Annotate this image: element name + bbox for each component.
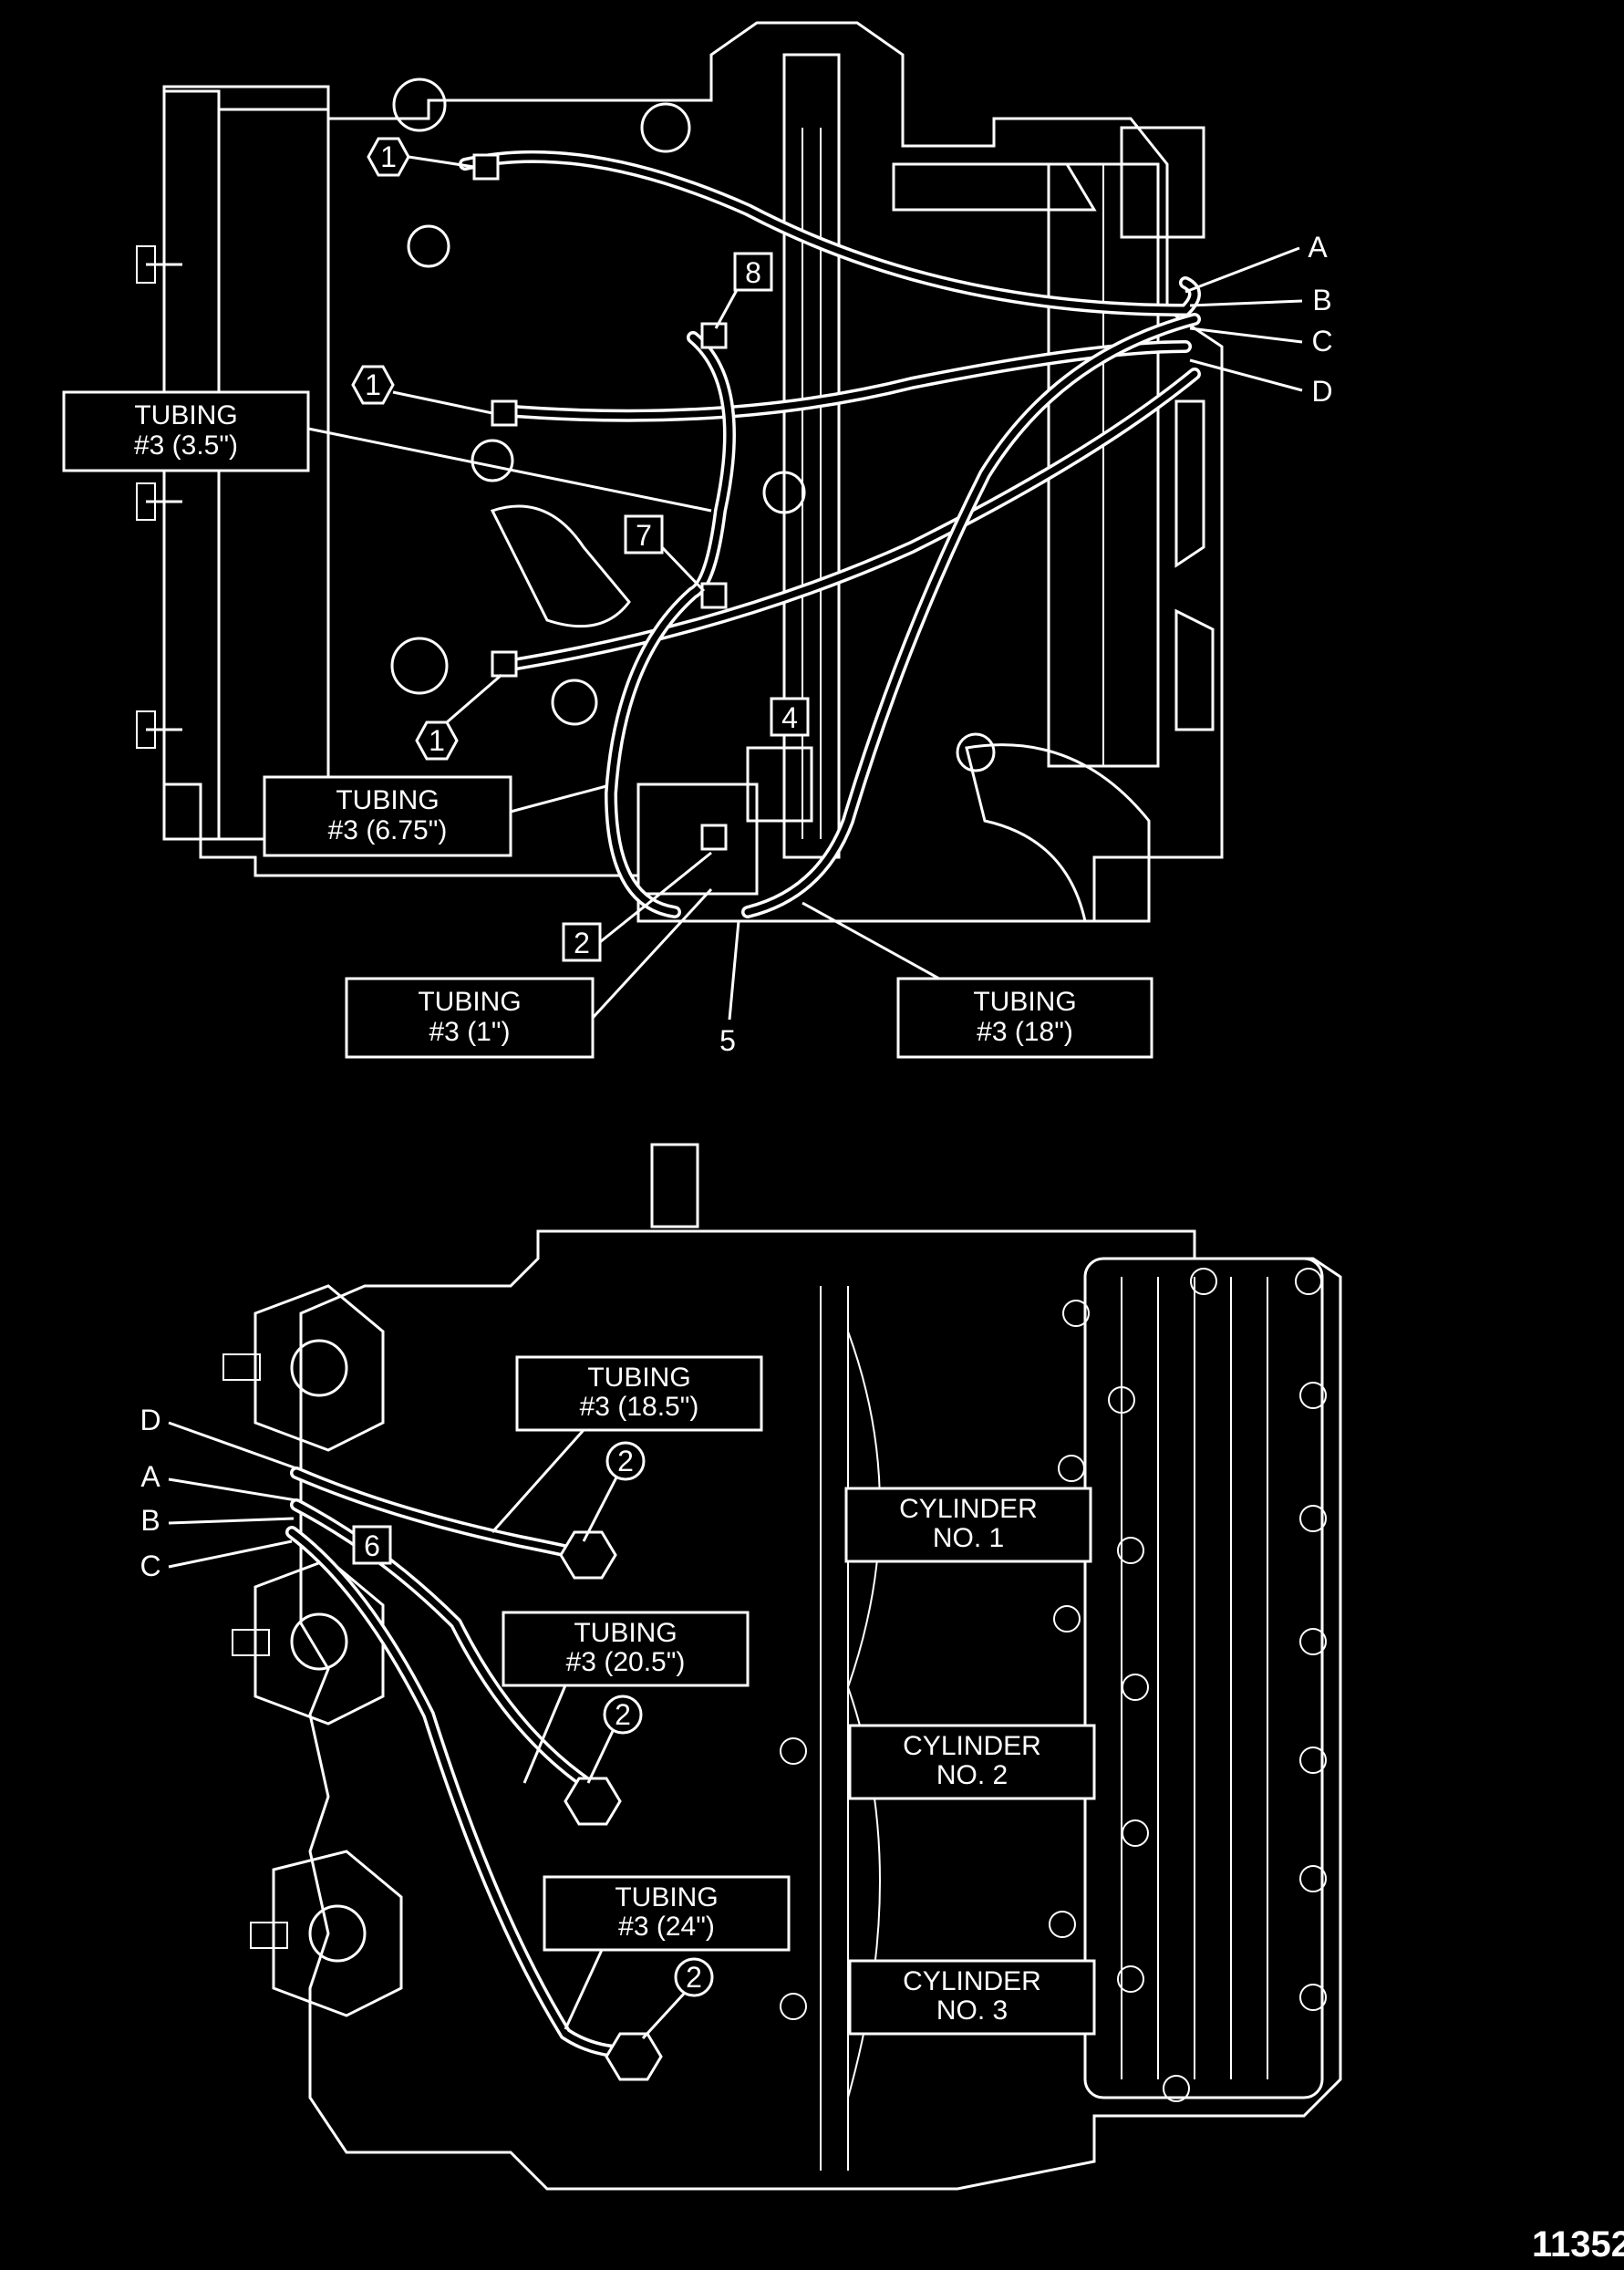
callout-letter-d: D (1311, 375, 1332, 408)
svg-text:#3 (20.5"): #3 (20.5") (566, 1647, 686, 1677)
tubing-label-20-5: TUBING #3 (20.5") (502, 1611, 750, 1784)
lower-tubes (285, 1467, 663, 2081)
svg-text:TUBING: TUBING (574, 1618, 677, 1648)
callout-number-2: 2 (574, 927, 590, 959)
callout-number-1-middle: 1 (365, 368, 381, 401)
callout-letter-c-lower: C (140, 1550, 160, 1582)
upper-engine-view: TUBING #3 (3.5") TUBING #3 (6.75") TUBIN… (62, 21, 1333, 1059)
svg-text:#3 (24"): #3 (24") (618, 1912, 715, 1942)
svg-text:CYLINDER: CYLINDER (899, 1494, 1038, 1524)
lower-engine-block (222, 1143, 1342, 2191)
svg-text:TUBING: TUBING (418, 987, 521, 1017)
callout-number-2-middle: 2 (615, 1698, 631, 1731)
callout-letter-b: B (1312, 284, 1331, 316)
tubing-label-18-5: TUBING #3 (18.5") (491, 1355, 763, 1533)
upper-number-callouts: 1 1 1 2 4 5 7 8 (351, 137, 810, 1057)
tubing-label-18: TUBING #3 (18") (802, 901, 1153, 1059)
svg-text:TUBING: TUBING (336, 785, 439, 815)
callout-number-7: 7 (636, 519, 652, 552)
callout-number-2-bottom: 2 (686, 1961, 702, 1994)
cylinder-label-3: CYLINDER NO. 3 (848, 1959, 1096, 2036)
tubing-label-3-5: TUBING #3 (3.5") (62, 390, 712, 513)
callout-number-5: 5 (719, 1024, 736, 1057)
callout-letter-a: A (1308, 231, 1328, 264)
tubing-label-1: TUBING #3 (1") (345, 887, 713, 1059)
upper-tubes (459, 150, 1201, 918)
callout-number-6: 6 (364, 1529, 380, 1562)
svg-text:NO. 3: NO. 3 (936, 1995, 1008, 2026)
tubing-label-24: TUBING #3 (24") (543, 1875, 791, 2030)
lower-number-callouts: 2 2 2 6 (352, 1441, 714, 2040)
svg-text:#3 (3.5"): #3 (3.5") (134, 430, 238, 461)
callout-number-8: 8 (745, 256, 761, 289)
svg-text:CYLINDER: CYLINDER (903, 1966, 1041, 1996)
svg-text:NO. 1: NO. 1 (933, 1523, 1004, 1553)
cylinder-label-1: CYLINDER NO. 1 (844, 1487, 1092, 1563)
svg-text:CYLINDER: CYLINDER (903, 1731, 1041, 1761)
svg-text:TUBING: TUBING (587, 1363, 690, 1393)
svg-text:#3 (1"): #3 (1") (429, 1017, 510, 1047)
lower-engine-view: TUBING #3 (18.5") TUBING #3 (20.5") TUBI… (140, 1143, 1342, 2191)
callout-letter-c: C (1311, 325, 1332, 358)
callout-number-1-top: 1 (380, 140, 397, 173)
callout-number-2-top: 2 (617, 1445, 634, 1477)
svg-text:TUBING: TUBING (973, 987, 1076, 1017)
upper-letter-callouts: A B C D (1184, 231, 1333, 408)
svg-text:#3 (18"): #3 (18") (977, 1017, 1073, 1047)
tubing-label-6-75: TUBING #3 (6.75") (263, 775, 607, 857)
svg-text:#3 (6.75"): #3 (6.75") (328, 815, 448, 845)
svg-text:NO. 2: NO. 2 (936, 1760, 1008, 1790)
lower-letter-callouts: D A B C (140, 1404, 297, 1582)
callout-letter-a-lower: A (140, 1460, 160, 1493)
callout-letter-d-lower: D (140, 1404, 160, 1436)
lower-bolt-heads (780, 1268, 1327, 2102)
callout-circle-2-bottom (674, 1957, 714, 1997)
callout-circle-2-top (605, 1441, 646, 1481)
callout-circle-2-middle (603, 1695, 643, 1735)
svg-text:TUBING: TUBING (615, 1882, 718, 1912)
callout-letter-b-lower: B (140, 1504, 160, 1537)
upper-engine-block (136, 21, 1224, 923)
figure-number: 11352 (1532, 2224, 1624, 2265)
svg-text:TUBING: TUBING (134, 400, 237, 430)
cylinder-label-2: CYLINDER NO. 2 (848, 1724, 1096, 1800)
svg-text:#3 (18.5"): #3 (18.5") (580, 1392, 699, 1422)
callout-number-1-bottom: 1 (429, 724, 445, 757)
callout-number-4: 4 (781, 701, 798, 734)
